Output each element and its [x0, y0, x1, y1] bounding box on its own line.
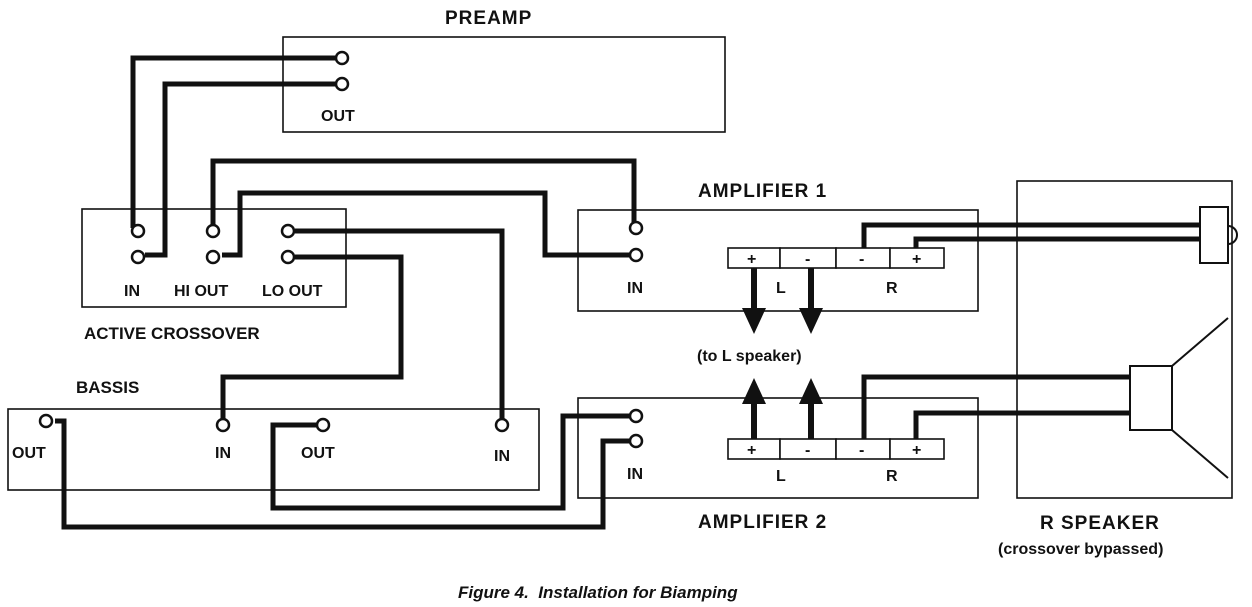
amp2-terminal-label-1: +	[747, 442, 756, 459]
tweeter-dome-icon	[1227, 225, 1238, 245]
amp2-left-label: L	[776, 468, 786, 485]
wire-preamp-to-crossover-bottom	[145, 81, 342, 258]
bassis-out-left-label: OUT	[12, 445, 46, 462]
wire-amp2-r-minus-to-woofer	[861, 374, 1130, 441]
preamp-out-jack-top[interactable]	[334, 50, 350, 66]
preamp-out-jack-bottom[interactable]	[334, 76, 350, 92]
amp1-terminal-r-plus[interactable]	[889, 247, 945, 269]
wiring	[55, 55, 1200, 530]
arrow-down-icon	[799, 308, 823, 334]
crossover-lo-out-label: LO OUT	[262, 283, 323, 300]
crossover-hi-out-jack-top[interactable]	[205, 223, 221, 239]
amplifier-2: IN + - - + L R AMPLIFIER 2	[577, 397, 979, 533]
amp2-terminal-strip: + - - +	[727, 438, 945, 460]
figure-caption: Figure 4. Installation for Biamping	[458, 583, 738, 602]
right-speaker: R SPEAKER (crossover bypassed)	[998, 180, 1238, 558]
amp2-in-label: IN	[627, 466, 643, 483]
wire-bassis-out-right-to-amp2-top	[270, 413, 630, 511]
speaker-cabinet	[1016, 180, 1233, 499]
amp2-terminal-r-plus[interactable]	[889, 438, 945, 460]
preamp-box	[282, 36, 726, 133]
amp1-right-label: R	[886, 280, 898, 297]
preamp: PREAMP OUT	[282, 8, 726, 133]
amp2-box	[577, 397, 979, 499]
amp2-terminal-label-3: -	[859, 442, 864, 459]
amp2-in-jack-bottom[interactable]	[628, 433, 644, 449]
amp1-terminal-label-1: +	[747, 251, 756, 268]
arrow-up-icon	[799, 378, 823, 404]
amp1-terminal-label-4: +	[912, 251, 921, 268]
amp1-title: AMPLIFIER 1	[698, 181, 827, 202]
crossover-title: ACTIVE CROSSOVER	[84, 324, 260, 343]
wire-amp2-r-plus-to-woofer	[913, 410, 1130, 441]
woofer-magnet	[1129, 365, 1173, 431]
amp1-in-label: IN	[627, 280, 643, 297]
woofer-cone-icon	[1171, 317, 1229, 479]
crossover-lo-out-jack-top[interactable]	[280, 223, 296, 239]
crossover-hi-out-label: HI OUT	[174, 283, 228, 300]
preamp-out-label: OUT	[321, 108, 355, 125]
speaker-subtitle: (crossover bypassed)	[998, 541, 1163, 558]
amp1-terminal-label-3: -	[859, 251, 864, 268]
wire-amp1-r-plus-to-tweeter	[913, 236, 1200, 249]
wire-hi-out-to-amp1-bottom	[222, 190, 630, 258]
to-left-speaker-label: (to L speaker)	[697, 348, 802, 365]
crossover-hi-out-jack-bottom[interactable]	[205, 249, 221, 265]
arrow-up-icon	[742, 378, 766, 404]
amp1-box	[577, 209, 979, 312]
arrow-down-icon	[742, 308, 766, 334]
amp2-title: AMPLIFIER 2	[698, 512, 827, 533]
bassis-out-right-label: OUT	[301, 445, 335, 462]
speaker-title: R SPEAKER	[1040, 513, 1160, 534]
wire-hi-out-to-amp1-top	[210, 158, 637, 228]
amp1-in-jack-bottom[interactable]	[628, 247, 644, 263]
amp2-in-jack-top[interactable]	[628, 408, 644, 424]
bassis: BASSIS OUT IN OUT IN	[7, 378, 540, 491]
amp2-right-label: R	[886, 468, 898, 485]
bassis-in-jack[interactable]	[215, 417, 231, 433]
bassis-in-label: IN	[215, 445, 231, 462]
bassis-out-left-jack[interactable]	[38, 413, 54, 429]
crossover-box	[81, 208, 347, 308]
amp1-in-jack-top[interactable]	[628, 220, 644, 236]
bassis-box	[7, 408, 540, 491]
wire-preamp-to-crossover-top	[130, 55, 342, 228]
amp1-terminal-label-2: -	[805, 251, 810, 268]
crossover-in-jack-bottom[interactable]	[130, 249, 146, 265]
wire-lo-out-to-bassis-in	[220, 254, 404, 422]
bassis-out-right-jack[interactable]	[315, 417, 331, 433]
wire-bassis-out-left-to-amp2-bottom	[55, 418, 630, 530]
amp1-left-label: L	[776, 280, 786, 297]
wire-lo-out-to-bassis-right-in	[295, 228, 505, 422]
amp1-terminal-strip: + - - +	[727, 247, 945, 269]
amp2-terminal-label-4: +	[912, 442, 921, 459]
crossover-in-label: IN	[124, 283, 140, 300]
bassis-title: BASSIS	[76, 378, 139, 397]
active-crossover: IN HI OUT LO OUT ACTIVE CROSSOVER	[81, 208, 347, 343]
crossover-lo-out-jack-bottom[interactable]	[280, 249, 296, 265]
bassis-in-right-label: IN	[494, 448, 510, 465]
preamp-title: PREAMP	[445, 8, 532, 29]
bassis-in-right-jack[interactable]	[494, 417, 510, 433]
wire-amp1-r-minus-to-tweeter	[861, 222, 1200, 249]
amp2-terminal-label-2: -	[805, 442, 810, 459]
left-speaker-arrows: (to L speaker)	[697, 268, 823, 439]
crossover-in-jack-top[interactable]	[130, 223, 146, 239]
tweeter-body	[1199, 206, 1229, 264]
